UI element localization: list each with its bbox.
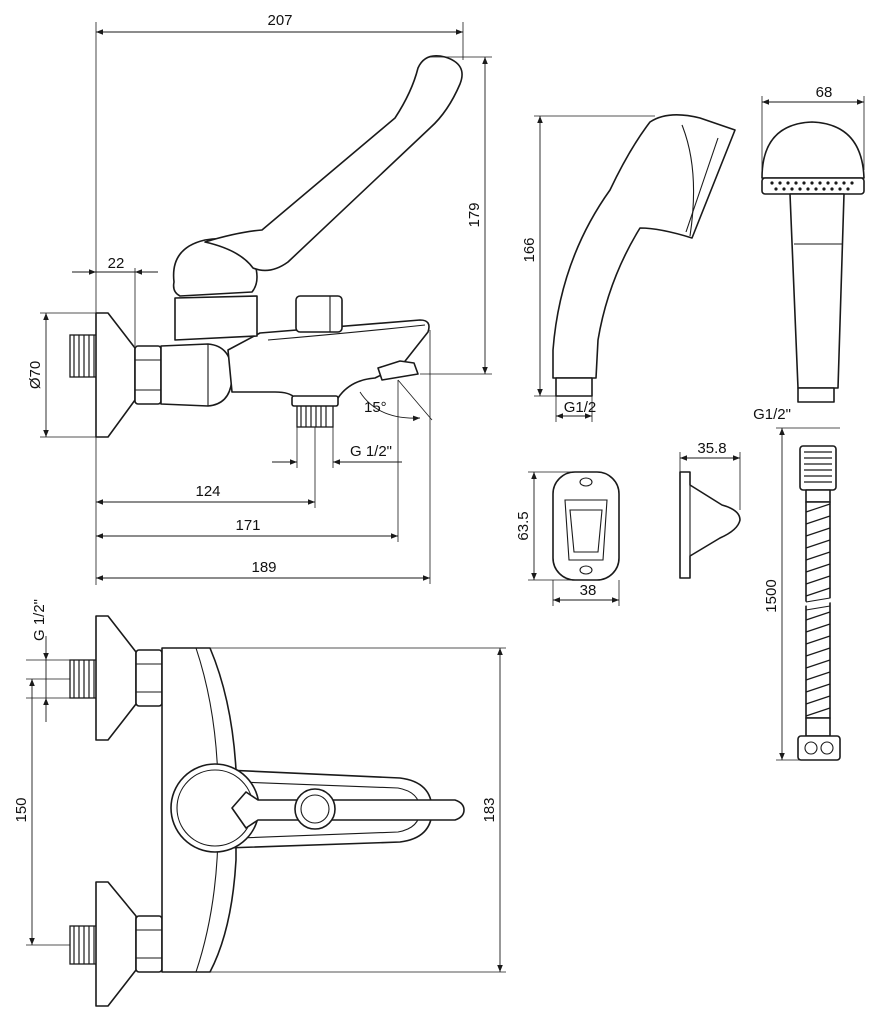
wall-holder-front-view [552,471,620,581]
spout-outlet-side [377,360,419,381]
dim-holder-height: 63.5 [515,511,532,540]
holder-plate-front [552,471,620,581]
cartridge-housing-side [174,295,258,341]
dim-hose-length: 1500 [763,579,780,612]
hose-dimensions: G1/2" 1500 [753,406,840,761]
handshower-handle-front [789,193,845,389]
handshower-front-dimensions: 68 [761,84,865,170]
dim-inlet-spacing: 150 [13,797,30,822]
mixer-body-side [160,343,233,407]
wall-holder-dimensions: 63.5 38 [515,471,620,606]
holder-screw-bottom [579,565,593,575]
holder-plate-side [679,471,741,579]
handshower-side-view [552,114,736,397]
mixer-side-view [69,55,463,438]
dim-handshower-length: 166 [521,237,538,262]
handshower-front-view [761,121,865,403]
handshower-side-dimensions: 166 G1/2 [521,115,655,422]
handshower-head-front [761,121,865,179]
dim-handshower-thread: G1/2 [564,399,597,416]
connection-nut-side [134,345,162,405]
dim-body-width: 183 [481,797,498,822]
dim-outlet-distance: 124 [195,483,220,500]
dim-rotation-angle: 15° [364,399,387,416]
dim-flange-diameter: Ø70 [27,361,44,389]
dim-hose-thread: G1/2" [753,406,791,423]
diverter-knob-side [295,295,343,333]
dim-wall-offset: 22 [108,255,125,272]
holder-screw-top [579,477,593,487]
wall-holder-side-dimensions: 35.8 [679,440,741,510]
hose-tube [805,501,831,719]
dim-outlet-thread: G 1/2" [350,443,392,460]
handshower-thread-side [555,377,593,397]
dim-holder-depth: 35.8 [697,440,726,457]
wall-flange-top [95,615,137,741]
dim-holder-width: 38 [580,582,597,599]
side-view-dimensions: 207 179 22 Ø70 15° G 1/2" 124 [27,12,492,585]
handshower-thread-front [797,387,835,403]
clinical-lever-side [204,55,463,272]
connection-nut-bottom [135,915,163,973]
dim-spout-outlet: 171 [235,517,260,534]
connection-nut-top [135,649,163,707]
dim-lever-height: 179 [466,202,483,227]
shower-hose [797,445,841,761]
dim-overall-height: 207 [267,12,292,29]
handshower-body-side [552,114,736,379]
mixer-front-view [69,615,465,1007]
clinical-lever-front [231,791,465,829]
dim-spout-length: 189 [251,559,276,576]
wall-flange-side [95,312,136,438]
dim-handshower-head: 68 [816,84,833,101]
spray-nozzles [770,181,854,191]
hose-nut-bottom [797,735,841,761]
dim-inlet-thread: G 1/2" [31,599,48,641]
shower-outlet-thread [296,404,334,428]
wall-holder-side-view [679,471,741,579]
wall-flange-bottom [95,881,137,1007]
front-view-dimensions: G 1/2" 150 183 [13,599,506,973]
